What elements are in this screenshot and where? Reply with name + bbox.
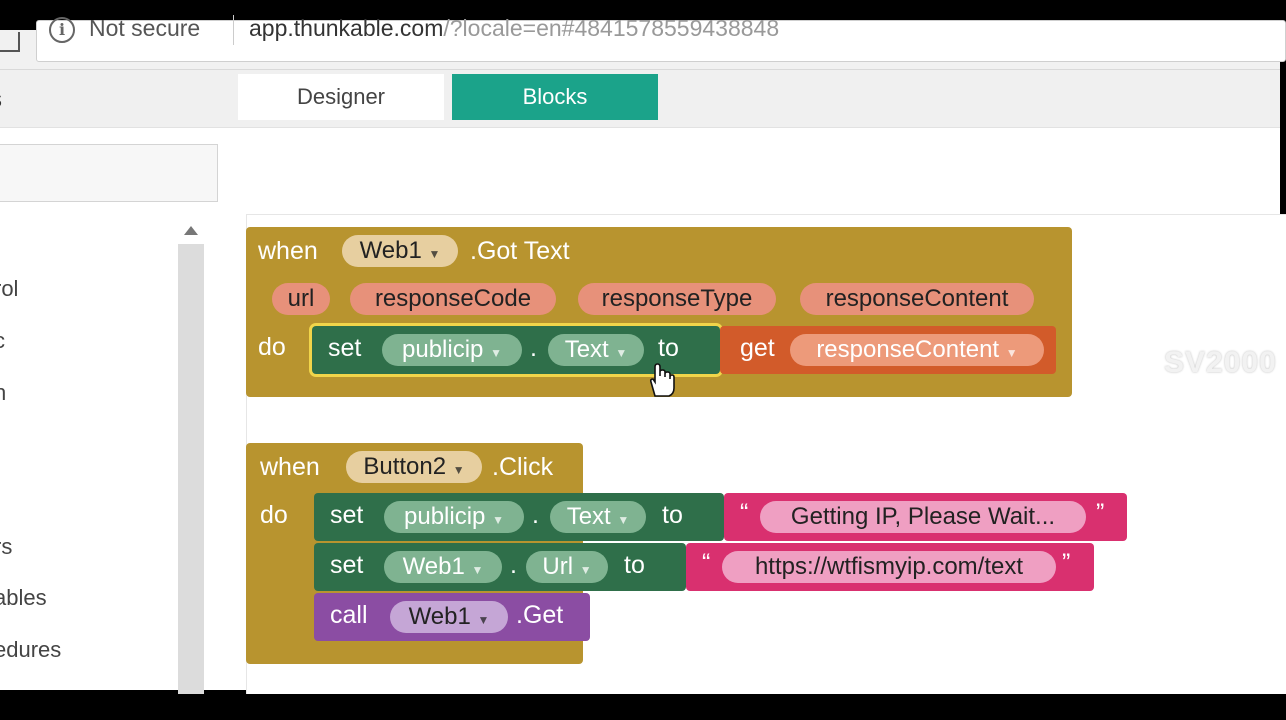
- dropdown-arrow-icon: ▼: [452, 463, 465, 477]
- target-name: publicip: [404, 503, 486, 530]
- variable-dropdown[interactable]: responseContent ▼: [790, 334, 1044, 366]
- set-block-publicip-text[interactable]: set publicip ▼ . Text ▼ to: [312, 326, 720, 374]
- url-path: /?locale=en#4841578559438848: [443, 15, 780, 41]
- sidebar-item-control[interactable]: rol: [0, 276, 19, 301]
- dot-separator: .: [530, 334, 537, 362]
- blocks-sidebar: rol c h rs ables edures: [0, 128, 220, 694]
- set-block-web1-url[interactable]: set Web1 ▼ . Url ▼ to: [314, 543, 686, 591]
- to-keyword: to: [624, 551, 645, 579]
- tab-blocks[interactable]: Blocks: [452, 74, 658, 120]
- security-label: Not secure: [89, 15, 201, 41]
- dropdown-arrow-icon: ▼: [428, 247, 441, 261]
- header-title-fragment: s: [0, 86, 2, 114]
- sidebar-scrollbar[interactable]: [178, 244, 204, 694]
- param-responsecode[interactable]: responseCode: [350, 283, 556, 315]
- param-responsetype[interactable]: responseType: [578, 283, 776, 315]
- text-block-url[interactable]: “ https://wtfismyip.com/text ”: [686, 543, 1094, 591]
- hand-cursor-icon: [649, 363, 675, 397]
- text-value[interactable]: Getting IP, Please Wait...: [760, 501, 1086, 533]
- home-icon[interactable]: [0, 32, 20, 52]
- watermark-text: SV2000: [1164, 346, 1277, 379]
- sidebar-item-logic[interactable]: c: [0, 328, 5, 354]
- to-keyword: to: [658, 334, 679, 362]
- do-keyword: do: [258, 333, 286, 361]
- set-keyword: set: [330, 551, 364, 579]
- event-name: .Got Text: [470, 237, 570, 265]
- call-block-web1-get[interactable]: call Web1 ▼ .Get: [314, 593, 590, 641]
- set-keyword: set: [328, 334, 362, 362]
- dropdown-arrow-icon: ▼: [471, 563, 484, 577]
- sidebar-item-variables[interactable]: ables: [0, 585, 47, 610]
- info-icon[interactable]: i: [49, 17, 75, 43]
- get-block-responsecontent[interactable]: get responseContent ▼: [720, 326, 1056, 374]
- property-dropdown[interactable]: Url ▼: [526, 551, 608, 583]
- text-value[interactable]: https://wtfismyip.com/text: [722, 551, 1056, 583]
- call-keyword: call: [330, 601, 368, 629]
- tab-designer[interactable]: Designer: [238, 74, 444, 120]
- browser-window: i Not secure app.thunkable.com/?locale=e…: [0, 15, 1286, 694]
- target-dropdown[interactable]: Web1 ▼: [384, 551, 502, 583]
- dot-separator: .: [532, 501, 539, 529]
- get-keyword: get: [740, 334, 775, 362]
- dropdown-arrow-icon: ▼: [492, 513, 504, 527]
- property-dropdown[interactable]: Text ▼: [548, 334, 644, 366]
- target-dropdown[interactable]: Web1 ▼: [390, 601, 508, 633]
- event-name: .Click: [492, 453, 554, 481]
- sidebar-item-colors[interactable]: rs: [0, 534, 13, 559]
- browser-toolbar: i Not secure app.thunkable.com/?locale=e…: [0, 15, 1286, 70]
- dropdown-arrow-icon: ▼: [490, 346, 502, 360]
- quote-open: “: [702, 549, 711, 577]
- sidebar-item-procedures[interactable]: edures: [0, 637, 62, 662]
- sidebar-item-math[interactable]: h: [0, 380, 7, 405]
- property-name: Text: [564, 336, 609, 363]
- param-url[interactable]: url: [272, 283, 330, 315]
- scroll-up-arrow-icon[interactable]: [184, 226, 198, 235]
- url-host: app.thunkable.com: [249, 15, 444, 41]
- component-dropdown[interactable]: Button2 ▼: [346, 451, 482, 483]
- dropdown-arrow-icon: ▼: [477, 613, 490, 627]
- target-name: Web1: [408, 603, 471, 630]
- dropdown-arrow-icon: ▼: [1005, 346, 1018, 360]
- property-name: Text: [566, 503, 611, 530]
- component-name: Web1: [359, 237, 422, 264]
- do-keyword: do: [260, 501, 288, 529]
- set-block-publicip-text-2[interactable]: set publicip ▼ . Text ▼ to: [314, 493, 724, 541]
- method-name: .Get: [516, 601, 564, 629]
- component-name: Button2: [363, 453, 447, 480]
- text-block-getting-ip[interactable]: “ Getting IP, Please Wait... ”: [724, 493, 1127, 541]
- param-responsecontent[interactable]: responseContent: [800, 283, 1034, 315]
- when-keyword: when: [260, 453, 320, 481]
- dropdown-arrow-icon: ▼: [615, 346, 628, 360]
- sidebar-search-box[interactable]: [0, 144, 218, 202]
- url-text[interactable]: app.thunkable.com/?locale=en#48415785594…: [249, 15, 779, 42]
- set-keyword: set: [330, 501, 364, 529]
- component-dropdown[interactable]: Web1 ▼: [342, 235, 458, 267]
- address-separator: [233, 15, 234, 45]
- target-name: Web1: [402, 553, 465, 580]
- target-dropdown[interactable]: publicip ▼: [384, 501, 524, 533]
- property-dropdown[interactable]: Text ▼: [550, 501, 646, 533]
- dot-separator: .: [510, 551, 517, 579]
- when-keyword: when: [258, 237, 318, 265]
- property-name: Url: [542, 553, 574, 580]
- variable-name: responseContent: [816, 336, 1000, 363]
- app-header: s Designer Blocks: [0, 70, 1280, 128]
- dropdown-arrow-icon: ▼: [617, 513, 630, 527]
- quote-close: ”: [1096, 499, 1105, 527]
- dropdown-arrow-icon: ▼: [579, 563, 592, 577]
- address-bar[interactable]: i Not secure app.thunkable.com/?locale=e…: [36, 15, 1286, 62]
- target-name: publicip: [402, 336, 484, 363]
- to-keyword: to: [662, 501, 683, 529]
- quote-close: ”: [1062, 549, 1071, 577]
- target-dropdown[interactable]: publicip ▼: [382, 334, 522, 366]
- quote-open: “: [740, 499, 749, 527]
